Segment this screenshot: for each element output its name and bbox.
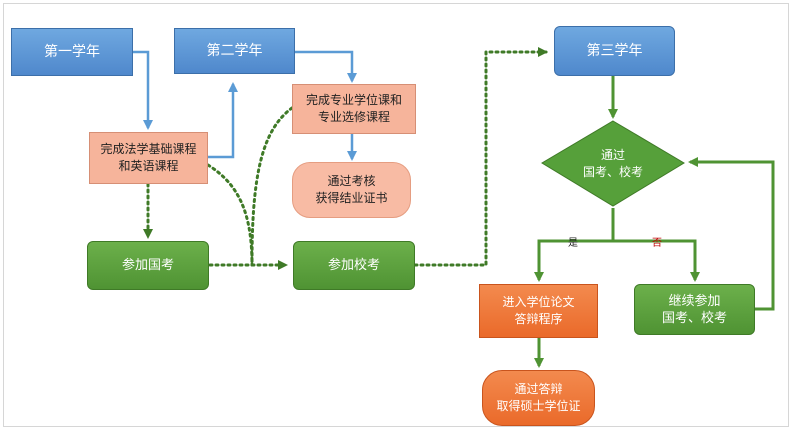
continue-exams-box: 继续参加 国考、校考 xyxy=(634,284,755,335)
edge-year1-to-law-courses xyxy=(133,50,153,130)
edge-year2-to-major-courses xyxy=(295,50,357,83)
pass-exam-certificate-box: 通过考核 获得结业证书 xyxy=(292,162,411,218)
national-exam-box: 参加国考 xyxy=(87,241,209,290)
law-basic-courses-box: 完成法学基础课程 和英语课程 xyxy=(89,132,208,184)
edge-school-exam-to-year3 xyxy=(413,47,548,267)
edge-law-courses-to-year2 xyxy=(208,82,238,159)
year1-box: 第一学年 xyxy=(11,28,133,76)
edge-law-courses-curve xyxy=(206,163,254,267)
pass-decision-diamond xyxy=(541,120,685,207)
pass-decision-label: 通过 国考、校考 xyxy=(582,148,643,179)
year2-box: 第二学年 xyxy=(174,28,295,74)
edge-major-courses-curve xyxy=(250,106,294,264)
edge-continue-loop xyxy=(688,157,775,311)
edge-decision-no xyxy=(613,239,700,282)
edge-decision-yes xyxy=(534,239,613,282)
year3-box: 第三学年 xyxy=(554,26,675,76)
master-degree-box: 通过答辩 取得硕士学位证 xyxy=(482,370,595,426)
school-exam-box: 参加校考 xyxy=(293,241,415,290)
yes-label: 是 xyxy=(568,238,578,249)
thesis-defense-box: 进入学位论文 答辩程序 xyxy=(479,284,598,338)
major-degree-courses-box: 完成专业学位课和 专业选修课程 xyxy=(292,84,416,134)
no-label: 否 xyxy=(652,238,662,249)
diagram-frame xyxy=(3,3,789,427)
